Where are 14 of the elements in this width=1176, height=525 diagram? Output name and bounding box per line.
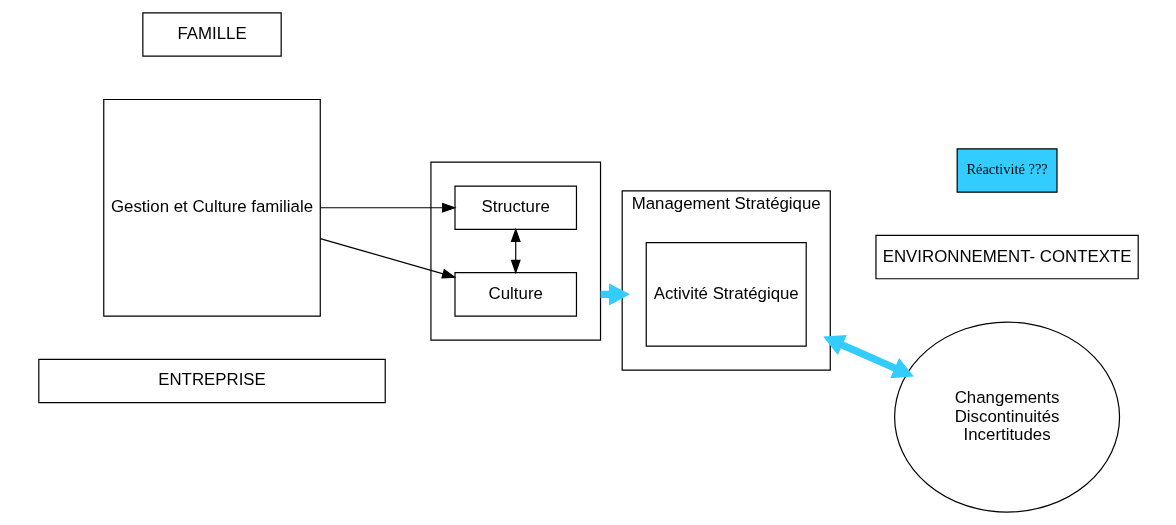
node-ellipse: Changements Discontinuités Incertitudes xyxy=(893,321,1120,513)
node-box: Activité Stratégique xyxy=(645,242,807,347)
node-box: Gestion et Culture familiale xyxy=(102,98,321,317)
arrow xyxy=(822,334,914,379)
cluster xyxy=(429,161,601,341)
arrow xyxy=(319,202,456,213)
arrow xyxy=(510,227,521,275)
node-box: ENTREPRISE xyxy=(37,358,386,404)
node-box: FAMILLE xyxy=(141,12,282,57)
node-box: Structure xyxy=(453,185,577,230)
node-box: ENVIRONNEMENT- CONTEXTE xyxy=(874,234,1139,280)
node-box: Réactivité ??? xyxy=(956,148,1058,193)
arrow xyxy=(319,237,456,279)
node-box: Culture xyxy=(453,272,577,317)
